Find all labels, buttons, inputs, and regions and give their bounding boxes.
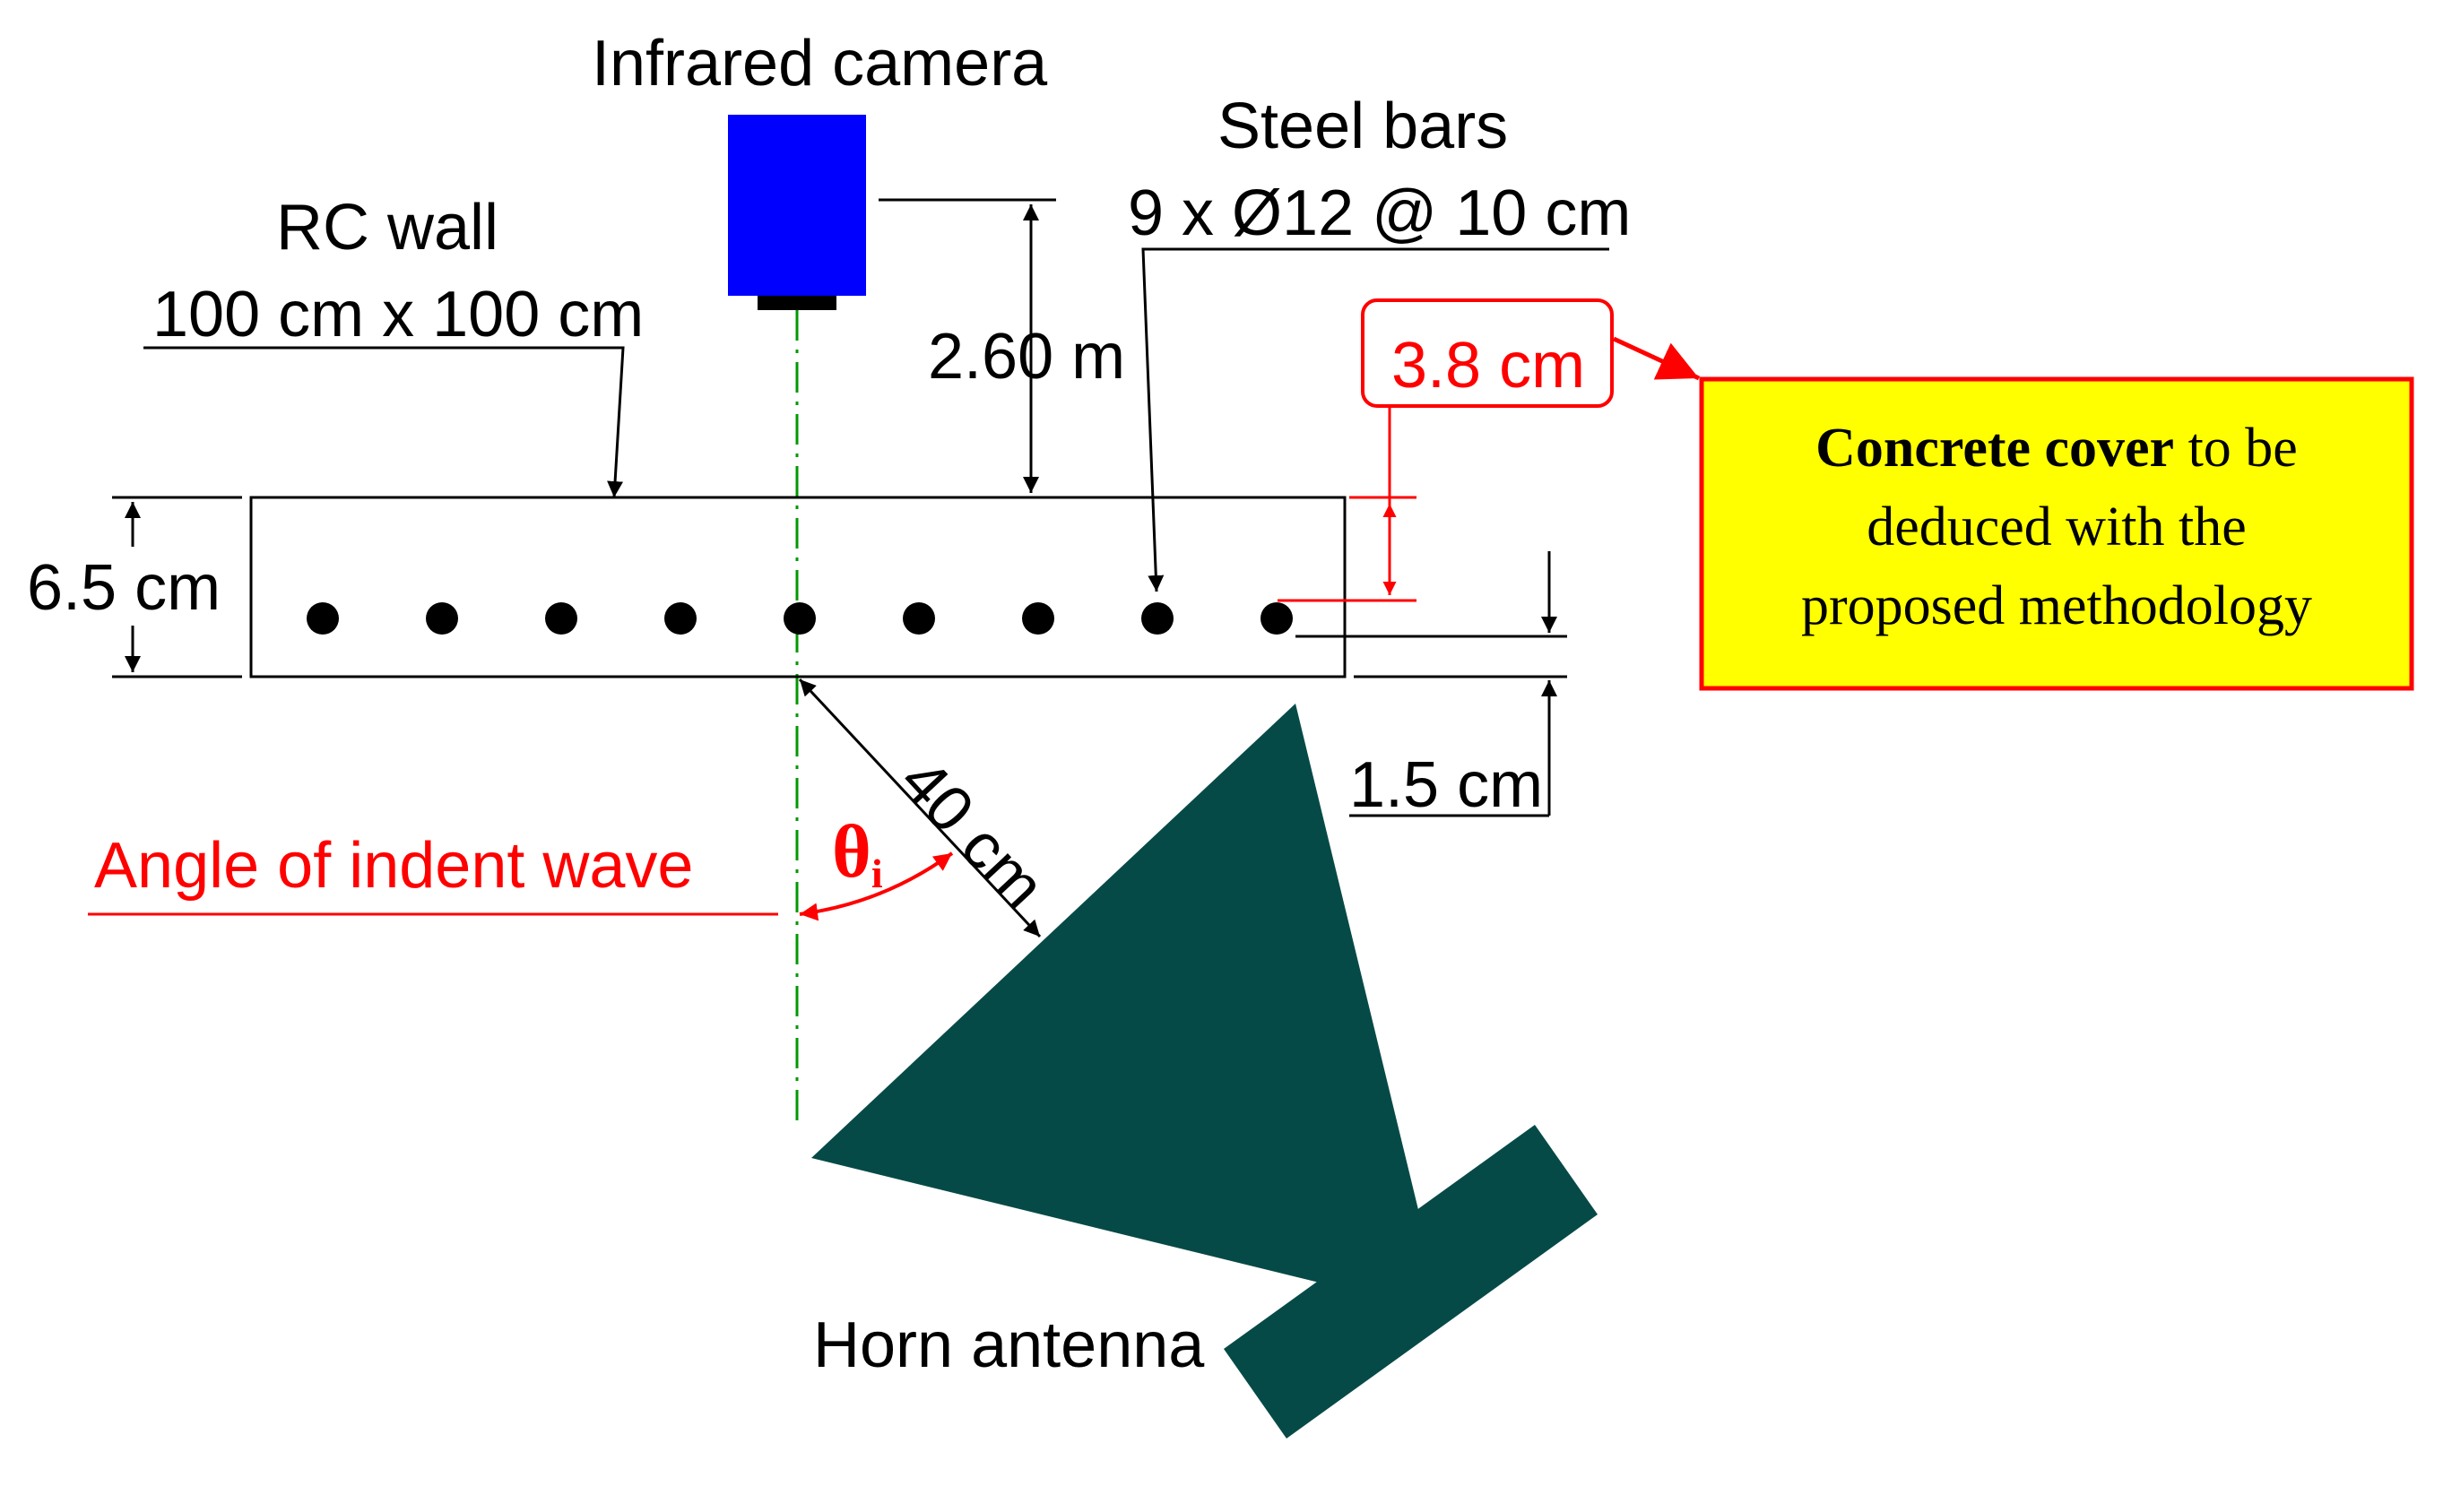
note-line-3: proposed methodology: [1801, 575, 2312, 636]
horn-antenna-feed: [1224, 1125, 1598, 1439]
antenna-label: Horn antenna: [813, 1309, 1205, 1381]
camera-base: [758, 296, 836, 310]
steel-bar: [545, 602, 577, 635]
angle-label: Angle of indent wave: [94, 830, 693, 902]
theta-symbol: θi: [832, 810, 883, 896]
horn-antenna-flare: [811, 704, 1443, 1313]
camera-body: [728, 115, 866, 296]
offset-label: 1.5 cm: [1349, 749, 1543, 821]
steel-bar: [426, 602, 458, 635]
thickness-label: 6.5 cm: [27, 552, 221, 624]
horn-distance-dim: [798, 678, 1042, 938]
note-line-2: deduced with the: [1867, 497, 2247, 557]
infrared-camera: [728, 115, 866, 310]
rc-wall: [249, 496, 1347, 678]
camera-distance-label: 2.60 m: [928, 321, 1125, 393]
steel-bars: [307, 602, 1293, 635]
wall-title: RC wall: [276, 192, 498, 264]
steel-bar: [1260, 602, 1293, 635]
concrete-cover-note-box: [1699, 376, 2414, 691]
horn-antenna: [811, 704, 1598, 1439]
note-line-1: Concrete cover to be: [1815, 418, 2298, 479]
wall-size: 100 cm x 100 cm: [152, 279, 644, 350]
horn-distance-label: 40 cm: [886, 745, 1058, 922]
cover-value-box: [1361, 298, 1614, 408]
cover-callout-arrow: [1612, 336, 1701, 381]
steel-bar: [307, 602, 339, 635]
thickness-label-mask: [22, 547, 229, 626]
steel-bars-spec: 9 x Ø12 @ 10 cm: [1128, 177, 1631, 249]
steel-bars-title: Steel bars: [1217, 91, 1508, 162]
steel-bar: [664, 602, 697, 635]
steel-bar: [784, 602, 816, 635]
steel-bars-leader: [1141, 247, 1609, 592]
note-bold: Concrete cover: [1815, 418, 2174, 479]
cover-value: 3.8 cm: [1391, 330, 1585, 402]
cover-leader: [1376, 400, 1391, 504]
steel-bar: [1141, 602, 1174, 635]
steel-bar: [903, 602, 935, 635]
steel-bar: [1022, 602, 1054, 635]
note-line-1-rest: to be: [2174, 418, 2298, 479]
wall-leader: [143, 346, 625, 498]
camera-label: Infrared camera: [592, 28, 1048, 99]
angle-arc: [799, 851, 954, 921]
